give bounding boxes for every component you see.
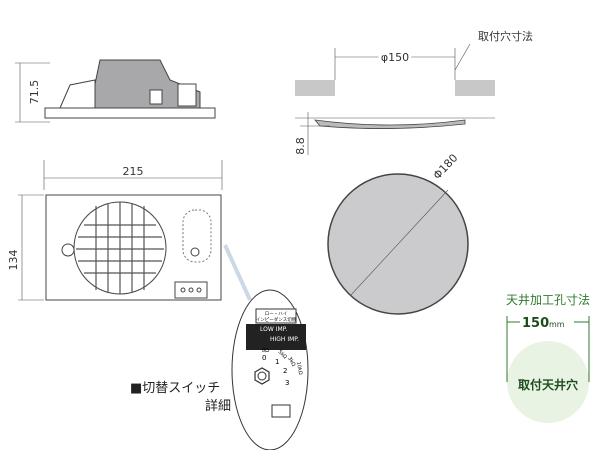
dial-2: 2 — [283, 367, 287, 375]
tap-8ohm: 8Ω — [262, 348, 269, 354]
tap-5k: 5kΩ — [277, 349, 288, 360]
grille-circle-view: Φ180 — [327, 151, 469, 315]
ceiling-cut-unit: mm — [549, 320, 565, 329]
ceiling-cut-title: 天井加工孔寸法 — [506, 293, 590, 307]
dial-3: 3 — [285, 379, 289, 387]
dial-1: 1 — [275, 358, 279, 366]
hole-diameter-label: φ150 — [381, 51, 409, 64]
switch-caption-2: 詳細 — [205, 398, 231, 414]
mount-hole-label: 取付穴寸法 — [478, 29, 533, 43]
ceiling-hole-label: 取付天井穴 — [518, 377, 578, 392]
switch-title-2: インピーダンス切替 — [256, 316, 297, 323]
ceiling-cut-spec: 天井加工孔寸法 150 mm 取付天井穴 — [506, 293, 590, 423]
side-height-label: 71.5 — [28, 80, 41, 105]
tap-10k: 10kΩ — [295, 361, 303, 375]
side-view: 71.5 — [15, 59, 216, 123]
rotary-switch-icon — [254, 367, 270, 385]
flange-height-label: 8.8 — [294, 137, 307, 155]
dial-0: 0 — [262, 354, 266, 362]
switch-detail: ロー・ハイ インピーダンス切替 LOW IMP. HIGH IMP. 8Ω 5k… — [130, 244, 309, 450]
front-view: 215 134 — [7, 160, 223, 301]
front-width-label: 215 — [123, 165, 144, 178]
mount-hole-view: 取付穴寸法 φ150 8.8 — [294, 29, 533, 155]
tap-3k: 3kΩ — [286, 356, 296, 368]
high-imp-label: HIGH IMP. — [270, 336, 299, 343]
grille-diameter-label: Φ180 — [431, 151, 461, 182]
switch-title-1: ロー・ハイ — [265, 311, 287, 317]
ceiling-cut-size: 150 — [522, 316, 549, 331]
switch-caption-1: ■切替スイッチ — [130, 381, 220, 396]
low-imp-label: LOW IMP. — [260, 326, 287, 333]
front-height-label: 134 — [7, 250, 20, 271]
